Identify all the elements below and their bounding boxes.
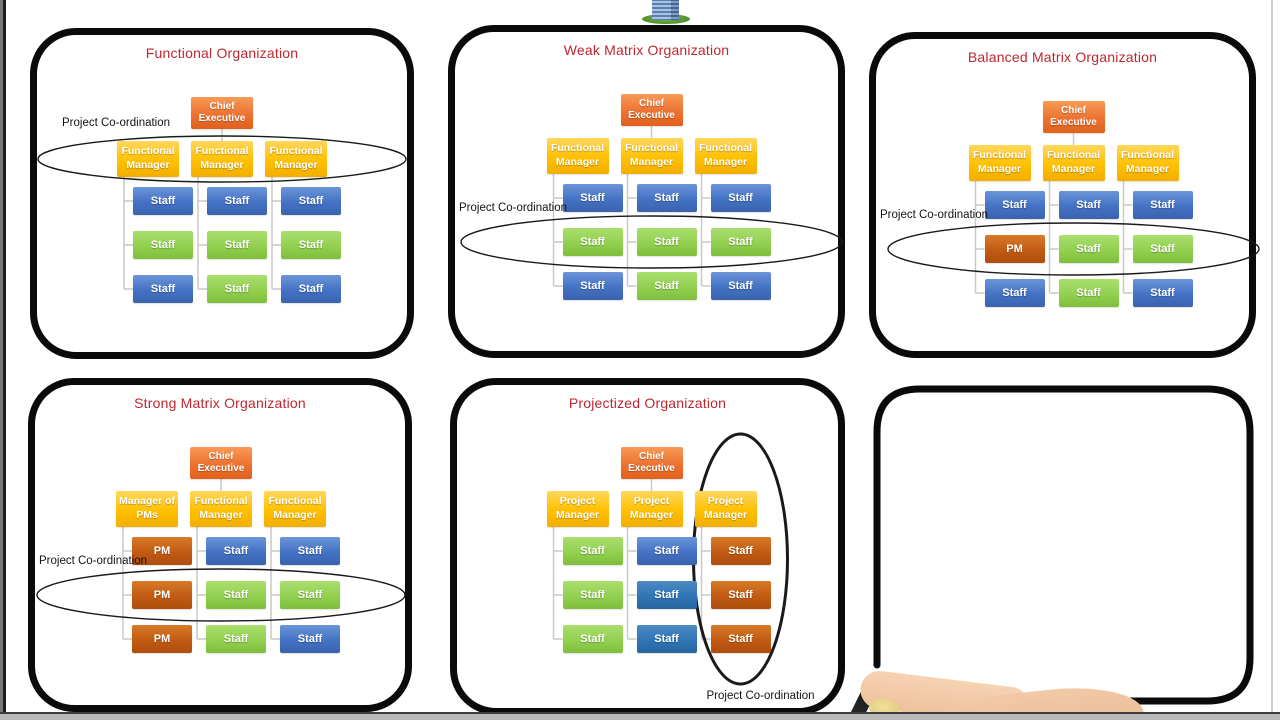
- org-box-staff: Staff: [1058, 191, 1119, 219]
- panel-title: Weak Matrix Organization: [563, 42, 730, 58]
- panel-title: Projectized Organization: [568, 395, 727, 411]
- org-box-staff: Staff: [280, 581, 340, 609]
- org-box-pm: PM: [132, 581, 192, 609]
- org-box-manager: Project Manager: [694, 491, 757, 527]
- org-box-chief-executive: Chief Executive: [620, 447, 683, 479]
- org-box-staff: Staff: [710, 228, 771, 256]
- org-box-staff: Staff: [1132, 191, 1193, 219]
- org-box-staff: Staff: [1058, 235, 1119, 263]
- org-box-staff: Staff: [206, 625, 266, 653]
- left-edge-bar: [0, 0, 6, 720]
- org-box-staff: Staff: [133, 275, 193, 303]
- org-box-manager: Functional Manager: [1042, 145, 1105, 181]
- bottom-edge-line: [0, 712, 1280, 714]
- org-box-staff: Staff: [133, 231, 193, 259]
- coordination-label: Project Co-ordination: [62, 117, 171, 129]
- org-box-manager: Functional Manager: [191, 141, 253, 177]
- org-box-manager: Manager of PMs: [116, 491, 178, 527]
- org-box-staff: Staff: [562, 625, 623, 653]
- panel-title: Strong Matrix Organization: [134, 395, 306, 411]
- panel-empty-being-drawn: [869, 378, 1258, 712]
- org-box-staff: Staff: [1132, 279, 1193, 307]
- building-icon: [642, 0, 690, 25]
- org-box-staff: Staff: [636, 272, 697, 300]
- org-box-manager: Project Manager: [546, 491, 609, 527]
- org-box-staff: Staff: [636, 625, 697, 653]
- org-box-staff: Staff: [1058, 279, 1119, 307]
- org-box-manager: Functional Manager: [190, 491, 252, 527]
- coordination-label: Project Co-ordination: [706, 690, 815, 702]
- org-box-manager: Functional Manager: [264, 491, 326, 527]
- org-box-staff: Staff: [710, 625, 771, 653]
- org-box-chief-executive: Chief Executive: [191, 97, 253, 129]
- building-tower: [652, 0, 671, 20]
- org-box-chief-executive: Chief Executive: [620, 94, 683, 126]
- coordination-label: Project Co-ordination: [880, 209, 989, 221]
- org-box-staff: Staff: [280, 625, 340, 653]
- org-box-staff: Staff: [207, 231, 267, 259]
- org-box-staff: Staff: [636, 184, 697, 212]
- org-box-pm: PM: [984, 235, 1045, 263]
- org-box-staff: Staff: [280, 537, 340, 565]
- org-box-chief-executive: Chief Executive: [1042, 101, 1105, 133]
- org-box-manager: Functional Manager: [1116, 145, 1179, 181]
- org-box-staff: Staff: [710, 184, 771, 212]
- bottom-edge-strip: [0, 714, 1280, 720]
- org-box-staff: Staff: [281, 275, 341, 303]
- org-box-staff: Staff: [562, 581, 623, 609]
- org-box-staff: Staff: [710, 272, 771, 300]
- org-box-staff: Staff: [562, 272, 623, 300]
- org-box-staff: Staff: [133, 187, 193, 215]
- org-box-staff: Staff: [984, 279, 1045, 307]
- coordination-label: Project Co-ordination: [39, 555, 148, 567]
- org-box-manager: Project Manager: [620, 491, 683, 527]
- org-box-staff: Staff: [562, 537, 623, 565]
- org-box-chief-executive: Chief Executive: [190, 447, 252, 479]
- org-box-staff: Staff: [207, 187, 267, 215]
- org-box-pm: PM: [132, 625, 192, 653]
- org-box-staff: Staff: [281, 187, 341, 215]
- org-box-staff: Staff: [281, 231, 341, 259]
- org-box-staff: Staff: [636, 228, 697, 256]
- org-box-manager: Functional Manager: [694, 138, 757, 174]
- org-box-staff: Staff: [206, 581, 266, 609]
- org-box-staff: Staff: [562, 228, 623, 256]
- org-box-staff: Staff: [710, 581, 771, 609]
- org-box-staff: Staff: [207, 275, 267, 303]
- org-box-pm: PM: [132, 537, 192, 565]
- right-edge-line: [1271, 0, 1273, 720]
- building-tower-side: [671, 0, 679, 20]
- panel-overlay: [873, 385, 1254, 705]
- org-box-staff: Staff: [710, 537, 771, 565]
- org-box-manager: Functional Manager: [117, 141, 179, 177]
- org-box-manager: Functional Manager: [620, 138, 683, 174]
- org-box-manager: Functional Manager: [546, 138, 609, 174]
- coordination-label: Project Co-ordination: [459, 202, 568, 214]
- org-box-staff: Staff: [636, 581, 697, 609]
- panel-title: Balanced Matrix Organization: [967, 49, 1158, 65]
- org-box-staff: Staff: [562, 184, 623, 212]
- org-box-manager: Functional Manager: [968, 145, 1031, 181]
- org-box-manager: Functional Manager: [265, 141, 327, 177]
- org-box-staff: Staff: [636, 537, 697, 565]
- panel-title: Functional Organization: [145, 45, 299, 61]
- org-box-staff: Staff: [1132, 235, 1193, 263]
- org-box-staff: Staff: [206, 537, 266, 565]
- partial-frame-border: [873, 385, 1254, 705]
- org-box-staff: Staff: [984, 191, 1045, 219]
